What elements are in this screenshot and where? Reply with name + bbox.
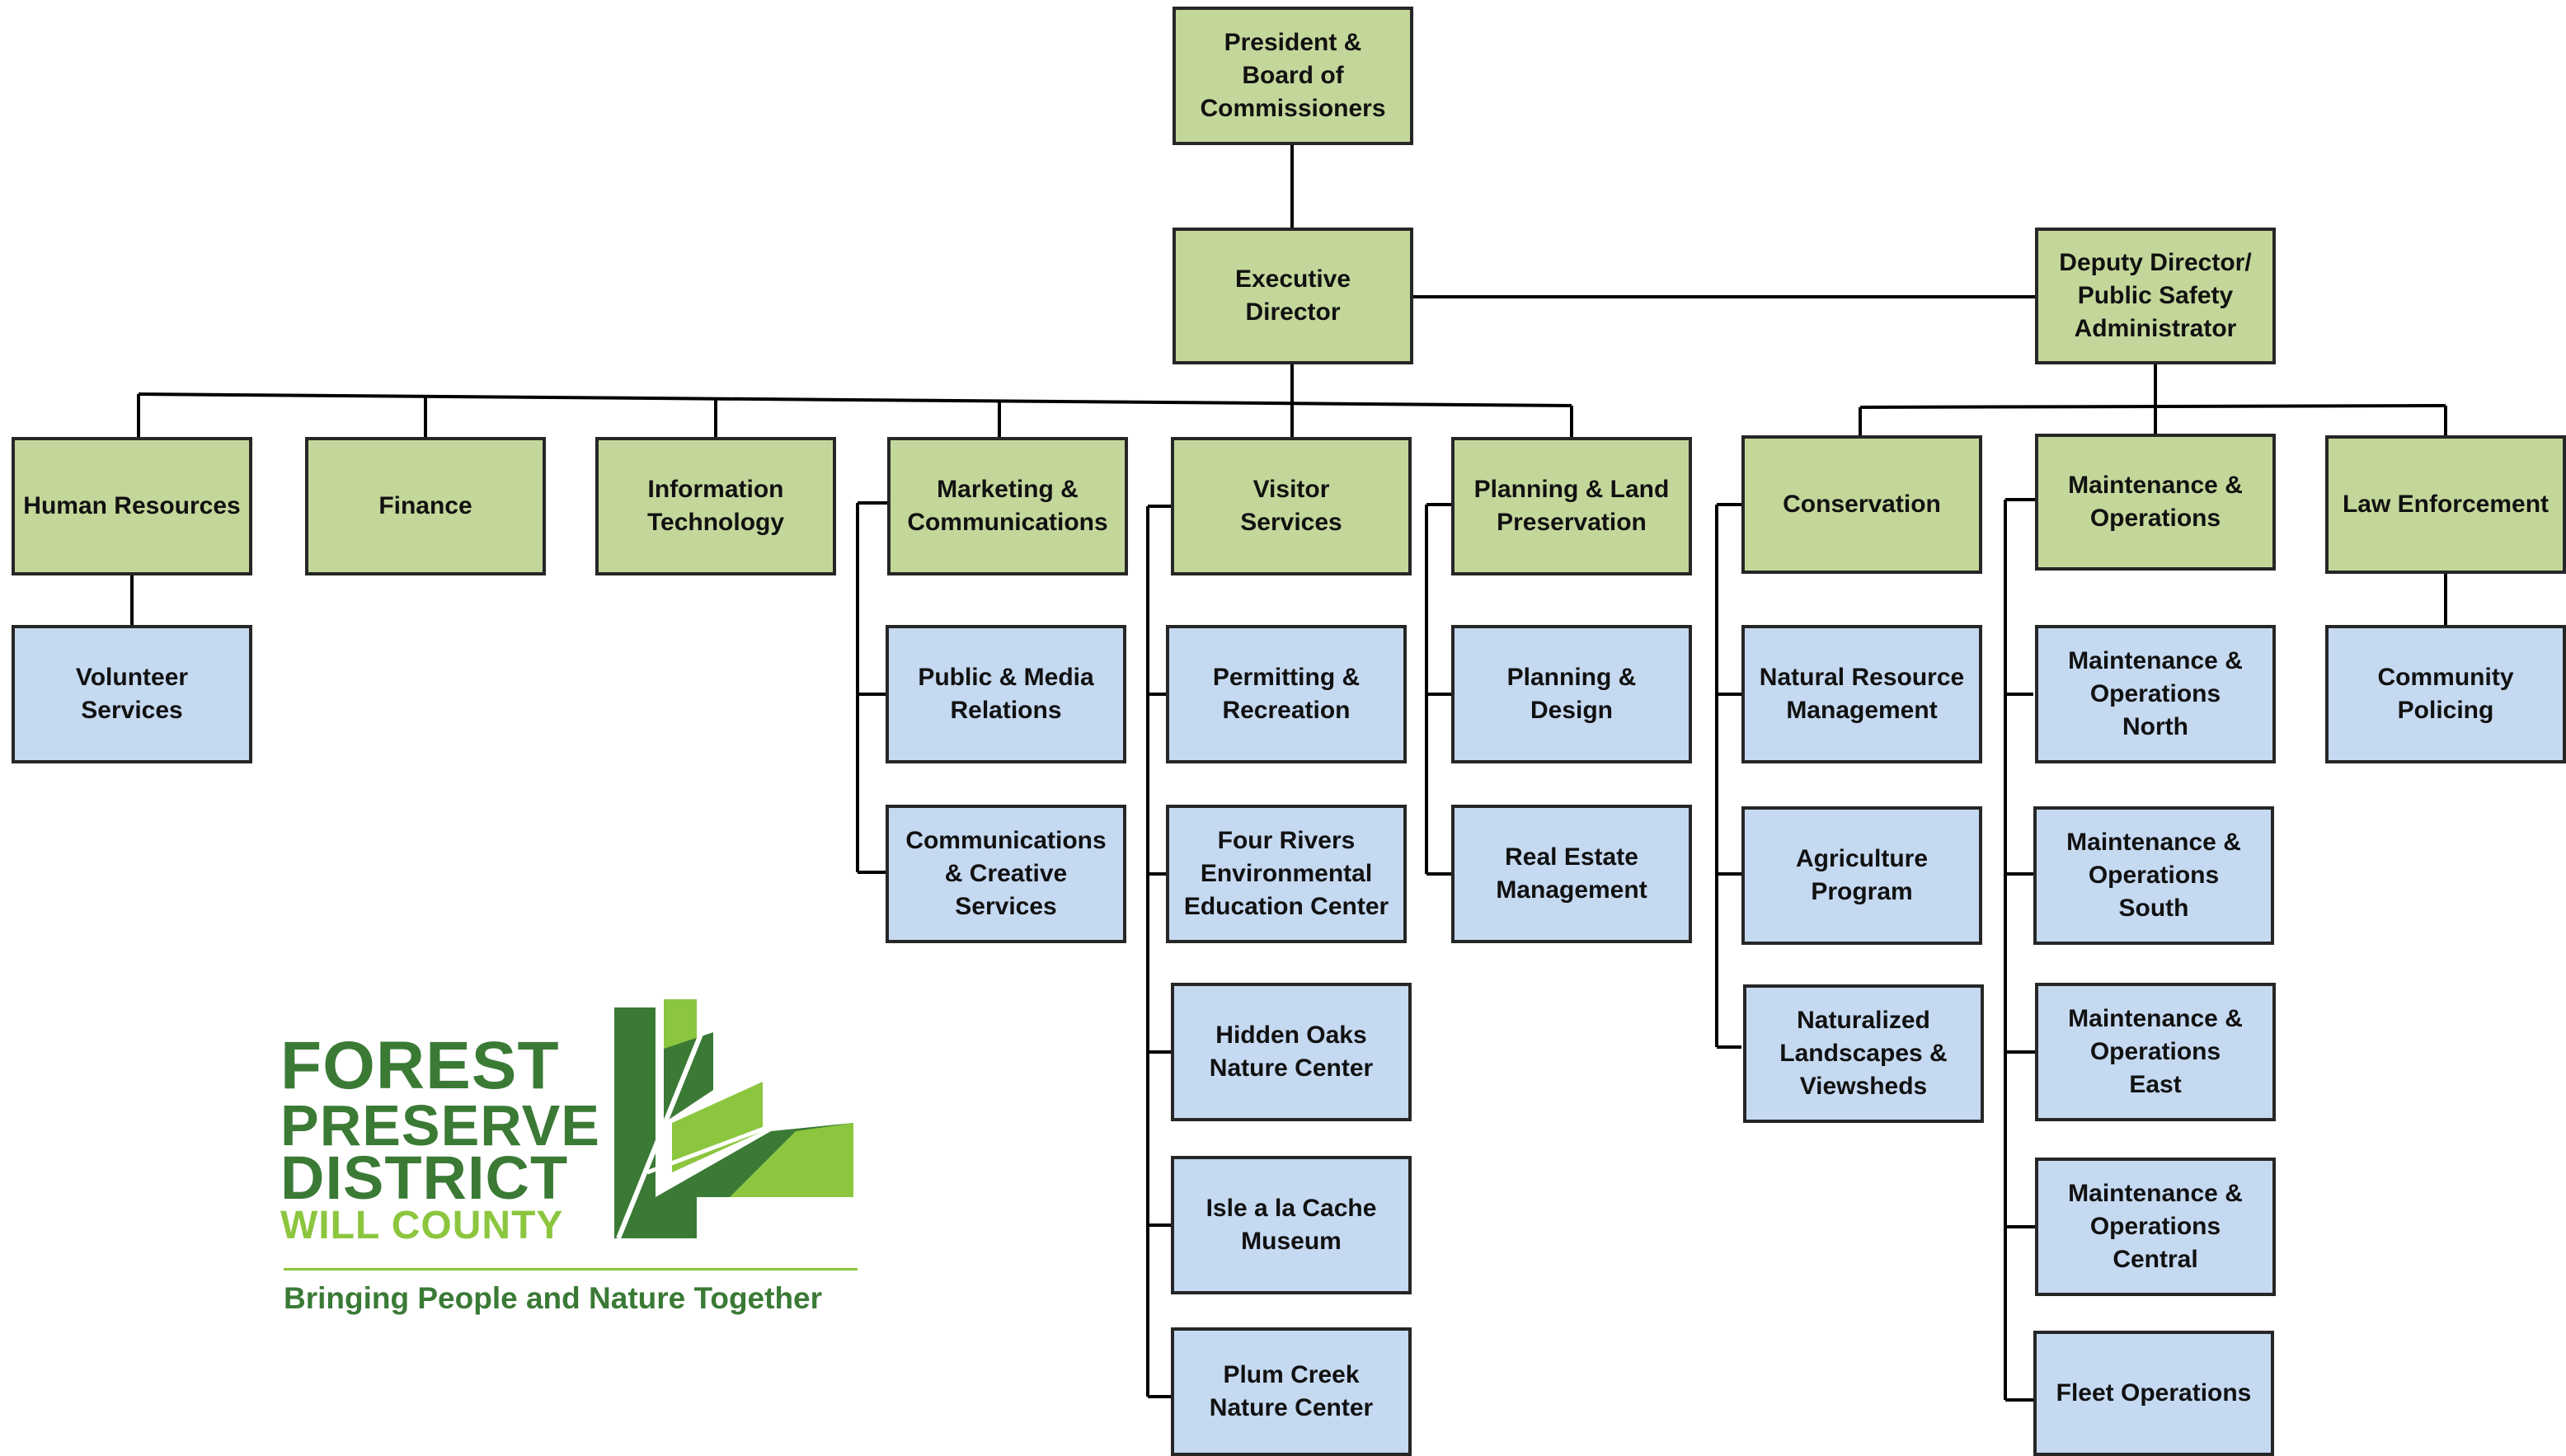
volunteer-services-box: Volunteer Services: [12, 625, 252, 763]
information-technology-box: Information Technology: [595, 437, 836, 575]
marketing-communications-box: Marketing & Communications: [887, 437, 1128, 575]
executive-director-label: Executive Director: [1234, 265, 1351, 326]
human-resources-label: Human Resources: [23, 492, 241, 519]
maintenance-operations-box: Maintenance & Operations: [2035, 434, 2276, 571]
naturalized-landscapes-box: Naturalized Landscapes & Viewsheds: [1743, 984, 1984, 1123]
executive-director-box: Executive Director: [1173, 228, 1413, 364]
mo-north-box: Maintenance & Operations North: [2035, 625, 2276, 763]
real-estate-management-box: Real Estate Management: [1451, 805, 1692, 943]
permitting-recreation-box: Permitting & Recreation: [1166, 625, 1407, 763]
natural-resource-management-box: Natural Resource Management: [1741, 625, 1982, 763]
hidden-oaks-nature-center-box: Hidden Oaks Nature Center: [1171, 983, 1412, 1121]
mo-east-label: Maintenance & Operations East: [2068, 1005, 2243, 1098]
deputy-director-box: Deputy Director/ Public Safety Administr…: [2035, 228, 2276, 364]
law-enforcement-label: Law Enforcement: [2342, 491, 2550, 518]
community-policing-label: Community Policing: [2377, 664, 2514, 724]
four-rivers-center-box: Four Rivers Environmental Education Cent…: [1166, 805, 1407, 943]
finance-label: Finance: [378, 492, 472, 519]
isle-a-la-cache-museum-label: Isle a la Cache Museum: [1205, 1195, 1377, 1255]
tree-logo-icon: [614, 999, 853, 1240]
president-board-label: President & Board of Commissioners: [1200, 29, 1386, 122]
marketing-communications-label: Marketing & Communications: [907, 476, 1108, 536]
planning-land-preservation-label: Planning & Land Preservation: [1473, 476, 1670, 536]
mo-south-label: Maintenance & Operations South: [2066, 829, 2241, 922]
information-technology-label: Information Technology: [646, 476, 785, 536]
human-resources-box: Human Resources: [12, 437, 252, 575]
fleet-operations-label: Fleet Operations: [2056, 1379, 2252, 1407]
naturalized-landscapes-label: Naturalized Landscapes & Viewsheds: [1779, 1007, 1948, 1100]
permitting-recreation-label: Permitting & Recreation: [1212, 664, 1361, 724]
visitor-services-box: Visitor Services: [1171, 437, 1412, 575]
communications-creative-services-label: Communications & Creative Services: [905, 827, 1107, 920]
finance-box: Finance: [305, 437, 546, 575]
logo-tagline: Bringing People and Nature Together: [284, 1281, 823, 1315]
hidden-oaks-nature-center-label: Hidden Oaks Nature Center: [1209, 1022, 1374, 1082]
plum-creek-nature-center-label: Plum Creek Nature Center: [1209, 1361, 1374, 1421]
mo-central-label: Maintenance & Operations Central: [2068, 1180, 2243, 1273]
planning-design-label: Planning & Design: [1506, 664, 1637, 724]
visitor-services-label: Visitor Services: [1240, 476, 1342, 536]
four-rivers-center-label: Four Rivers Environmental Education Cent…: [1183, 827, 1389, 920]
conservation-label: Conservation: [1783, 491, 1941, 518]
mo-central-box: Maintenance & Operations Central: [2035, 1158, 2276, 1296]
logo-divider: [284, 1268, 858, 1270]
mo-north-label: Maintenance & Operations North: [2068, 647, 2243, 740]
conservation-box: Conservation: [1741, 435, 1982, 574]
public-media-relations-box: Public & Media Relations: [886, 625, 1126, 763]
isle-a-la-cache-museum-box: Isle a la Cache Museum: [1171, 1156, 1412, 1294]
public-media-relations-label: Public & Media Relations: [918, 664, 1094, 724]
logo-word-will-county: WILL COUNTY: [280, 1204, 564, 1247]
community-policing-box: Community Policing: [2325, 625, 2566, 763]
agriculture-program-box: Agriculture Program: [1741, 806, 1982, 945]
volunteer-services-label: Volunteer Services: [75, 664, 189, 724]
agriculture-program-label: Agriculture Program: [1795, 845, 1929, 905]
logo-word-district: DISTRICT: [280, 1144, 569, 1212]
communications-creative-services-box: Communications & Creative Services: [886, 805, 1126, 943]
deputy-director-label: Deputy Director/ Public Safety Administr…: [2059, 249, 2252, 342]
mo-south-box: Maintenance & Operations South: [2033, 806, 2274, 945]
law-enforcement-box: Law Enforcement: [2325, 435, 2566, 574]
planning-land-preservation-box: Planning & Land Preservation: [1451, 437, 1692, 575]
maintenance-operations-label: Maintenance & Operations: [2068, 472, 2243, 532]
planning-design-box: Planning & Design: [1451, 625, 1692, 763]
logo-word-forest: FOREST: [280, 1028, 560, 1103]
logo-word-preserve: PRESERVE: [280, 1093, 600, 1158]
president-board-box: President & Board of Commissioners: [1173, 7, 1413, 145]
plum-creek-nature-center-box: Plum Creek Nature Center: [1171, 1327, 1412, 1456]
forest-preserve-logo: FOREST PRESERVE DISTRICT WILL COUNTY Bri…: [280, 999, 874, 1329]
real-estate-management-label: Real Estate Management: [1496, 843, 1647, 904]
mo-east-box: Maintenance & Operations East: [2035, 983, 2276, 1121]
natural-resource-management-label: Natural Resource Management: [1759, 664, 1965, 724]
fleet-operations-box: Fleet Operations: [2033, 1331, 2274, 1456]
